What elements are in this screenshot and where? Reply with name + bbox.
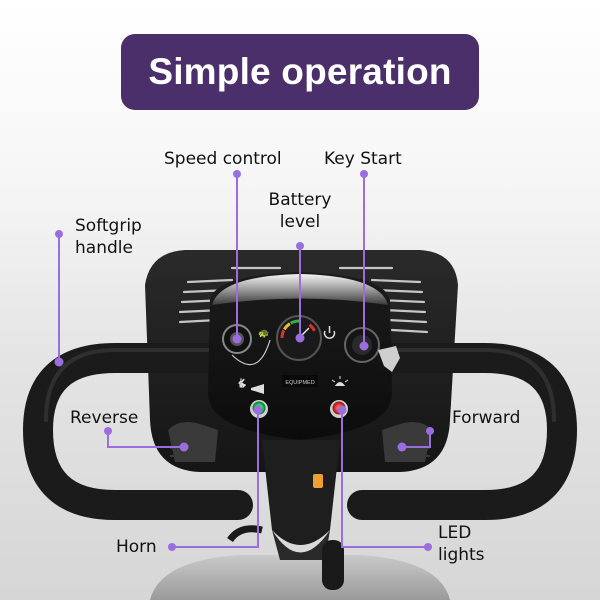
led-light-icon [331,376,349,386]
label-reverse: Reverse [70,408,139,428]
label-horn: Horn [116,537,157,557]
tiller-column [227,440,344,590]
softgrip-handlebar [22,343,578,520]
label-forward: Forward [452,408,521,428]
power-icon [323,326,336,339]
speed-control-knob[interactable]: 🐢 🐇 [222,324,271,389]
callout-dots [54,170,434,551]
banner-title: Simple operation [148,51,452,92]
horn-icon [251,384,264,394]
svg-text:🐇: 🐇 [236,377,247,389]
label-speed-control: Speed control [164,149,282,169]
throttle-paddles [168,422,432,462]
svg-text:🐢: 🐢 [258,329,269,339]
brand-logo: EQUIPMED [285,380,314,386]
scooter-base [150,555,450,600]
label-led-lights: LED lights [438,523,485,565]
label-softgrip-handle: Softgrip handle [75,216,142,258]
title-banner: Simple operation [121,34,479,110]
label-battery-level: Battery level [268,190,332,232]
callout-lines [58,174,431,548]
label-key-start: Key Start [324,149,402,169]
